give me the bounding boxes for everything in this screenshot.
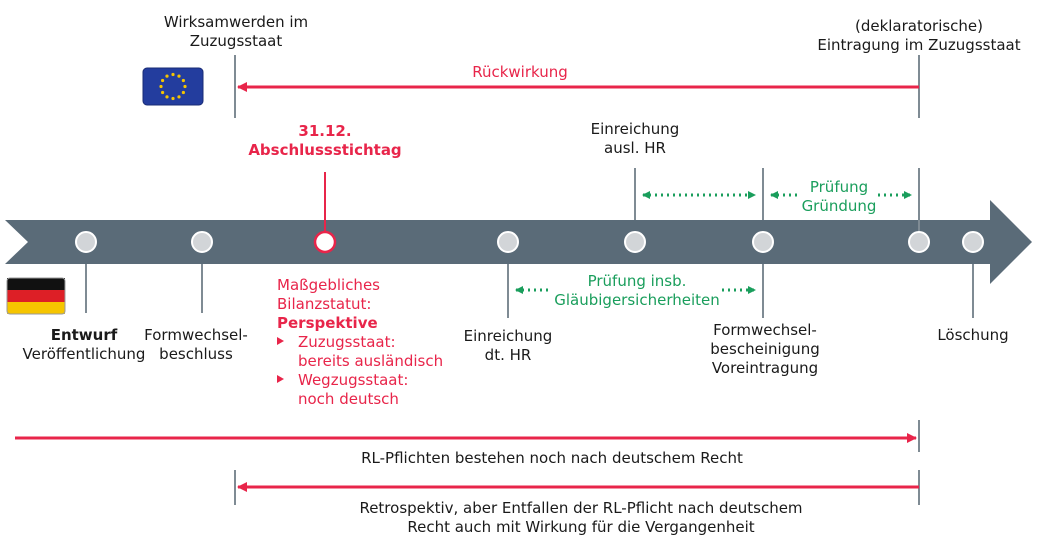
eu-star-icon: [161, 90, 165, 95]
bullet-text: noch deutsch: [298, 390, 399, 408]
milestone-stichtag: [313, 230, 337, 254]
milestone-einreichung-ausl: [624, 231, 646, 253]
eu-star-icon: [159, 84, 163, 89]
eu-star-icon: [161, 78, 165, 83]
milestone-einreichung-dt: [497, 231, 519, 253]
eu-star-icon: [177, 95, 181, 99]
label-bescheinigung: Formwechsel- bescheinigung Voreintragung: [710, 321, 819, 378]
label-retrospektiv: Retrospektiv, aber Entfallen der RL-Pfli…: [359, 499, 802, 537]
label-formwechselbeschluss: Formwechsel- beschluss: [144, 326, 248, 364]
milestone-eintragung: [908, 231, 930, 253]
label-einreichung-dt: Einreichung dt. HR: [464, 327, 553, 365]
label-line: Gläubigersicherheiten: [554, 291, 720, 309]
milestone-formwechselbeschluss: [191, 231, 213, 253]
label-line: 31.12.: [298, 122, 352, 140]
bullet-text: bereits ausländisch: [298, 352, 444, 370]
label-pruefung-glaeubiger: Prüfung insb. Gläubigersicherheiten: [554, 272, 719, 310]
label-perspektive: Perspektive: [277, 314, 378, 332]
label-stichtag: 31.12. Abschlussstichtag: [248, 122, 401, 160]
label-line: (deklaratorische): [854, 17, 984, 35]
label-line: Formwechsel-: [713, 321, 817, 339]
eu-star-icon: [165, 95, 169, 99]
bullet-text: Zuzugsstaat:: [298, 333, 396, 351]
label-pruefung-gruendung: Prüfung Gründung: [802, 178, 877, 216]
bilanzstatut-block: Maßgebliches Bilanzstatut: Perspektive: [277, 276, 380, 333]
eu-star-icon: [171, 96, 175, 101]
label-line: Prüfung insb.: [587, 272, 687, 290]
label-entwurf: Entwurf Veröffentlichung: [23, 326, 146, 364]
eu-star-icon: [181, 78, 185, 83]
label-line: Bilanzstatut:: [277, 295, 372, 313]
label-line: Entwurf: [50, 326, 118, 344]
label-line: Abschlussstichtag: [248, 141, 402, 159]
label-line: Recht auch mit Wirkung für die Vergangen…: [407, 518, 755, 536]
label-eintragung: (deklaratorische) Eintragung im Zuzugsst…: [817, 17, 1020, 55]
label-line: ausl. HR: [604, 139, 666, 157]
label-line: Wirksamwerden im: [163, 13, 309, 31]
label-line: Retrospektiv, aber Entfallen der RL-Pfli…: [359, 499, 803, 517]
germany-flag-icon: [6, 277, 66, 315]
label-line: Prüfung: [809, 178, 869, 196]
bullet-triangle-icon: [277, 337, 284, 345]
label-line: Voreintragung: [711, 359, 819, 377]
milestone-entwurf: [75, 231, 97, 253]
label-einreichung-ausl: Einreichung ausl. HR: [591, 120, 680, 158]
eu-flag-icon: [142, 67, 204, 106]
milestone-bescheinigung: [752, 231, 774, 253]
label-line: Formwechsel-: [144, 326, 248, 344]
eu-star-icon: [165, 74, 169, 78]
label-line: Zuzugsstaat: [189, 32, 283, 50]
label-line: Gründung: [801, 197, 877, 215]
eu-star-icon: [181, 90, 185, 95]
bullet-zuzugsstaat: Zuzugsstaat: bereits ausländisch: [277, 333, 443, 371]
label-line: beschluss: [159, 345, 233, 363]
bullet-wegzugsstaat: Wegzugsstaat: noch deutsch: [277, 371, 408, 409]
label-line: dt. HR: [484, 346, 532, 364]
label-loeschung: Löschung: [937, 326, 1009, 344]
label-line: Veröffentlichung: [22, 345, 146, 363]
label-rl-pflichten: RL-Pflichten bestehen noch nach deutsche…: [361, 449, 743, 467]
label-rueckwirkung: Rückwirkung: [472, 63, 568, 81]
label-line: bescheinigung: [710, 340, 820, 358]
label-line: Einreichung: [590, 120, 680, 138]
label-line: Eintragung im Zuzugsstaat: [817, 36, 1021, 54]
milestone-loeschung: [962, 231, 984, 253]
label-line: Einreichung: [463, 327, 553, 345]
bullet-text: Wegzugsstaat:: [298, 371, 409, 389]
eu-star-icon: [177, 74, 181, 78]
label-line: Maßgebliches: [277, 276, 380, 294]
label-wirksamwerden: Wirksamwerden im Zuzugsstaat: [164, 13, 308, 51]
eu-star-icon: [183, 84, 187, 89]
eu-star-icon: [171, 72, 175, 77]
bullet-triangle-icon: [277, 375, 284, 383]
